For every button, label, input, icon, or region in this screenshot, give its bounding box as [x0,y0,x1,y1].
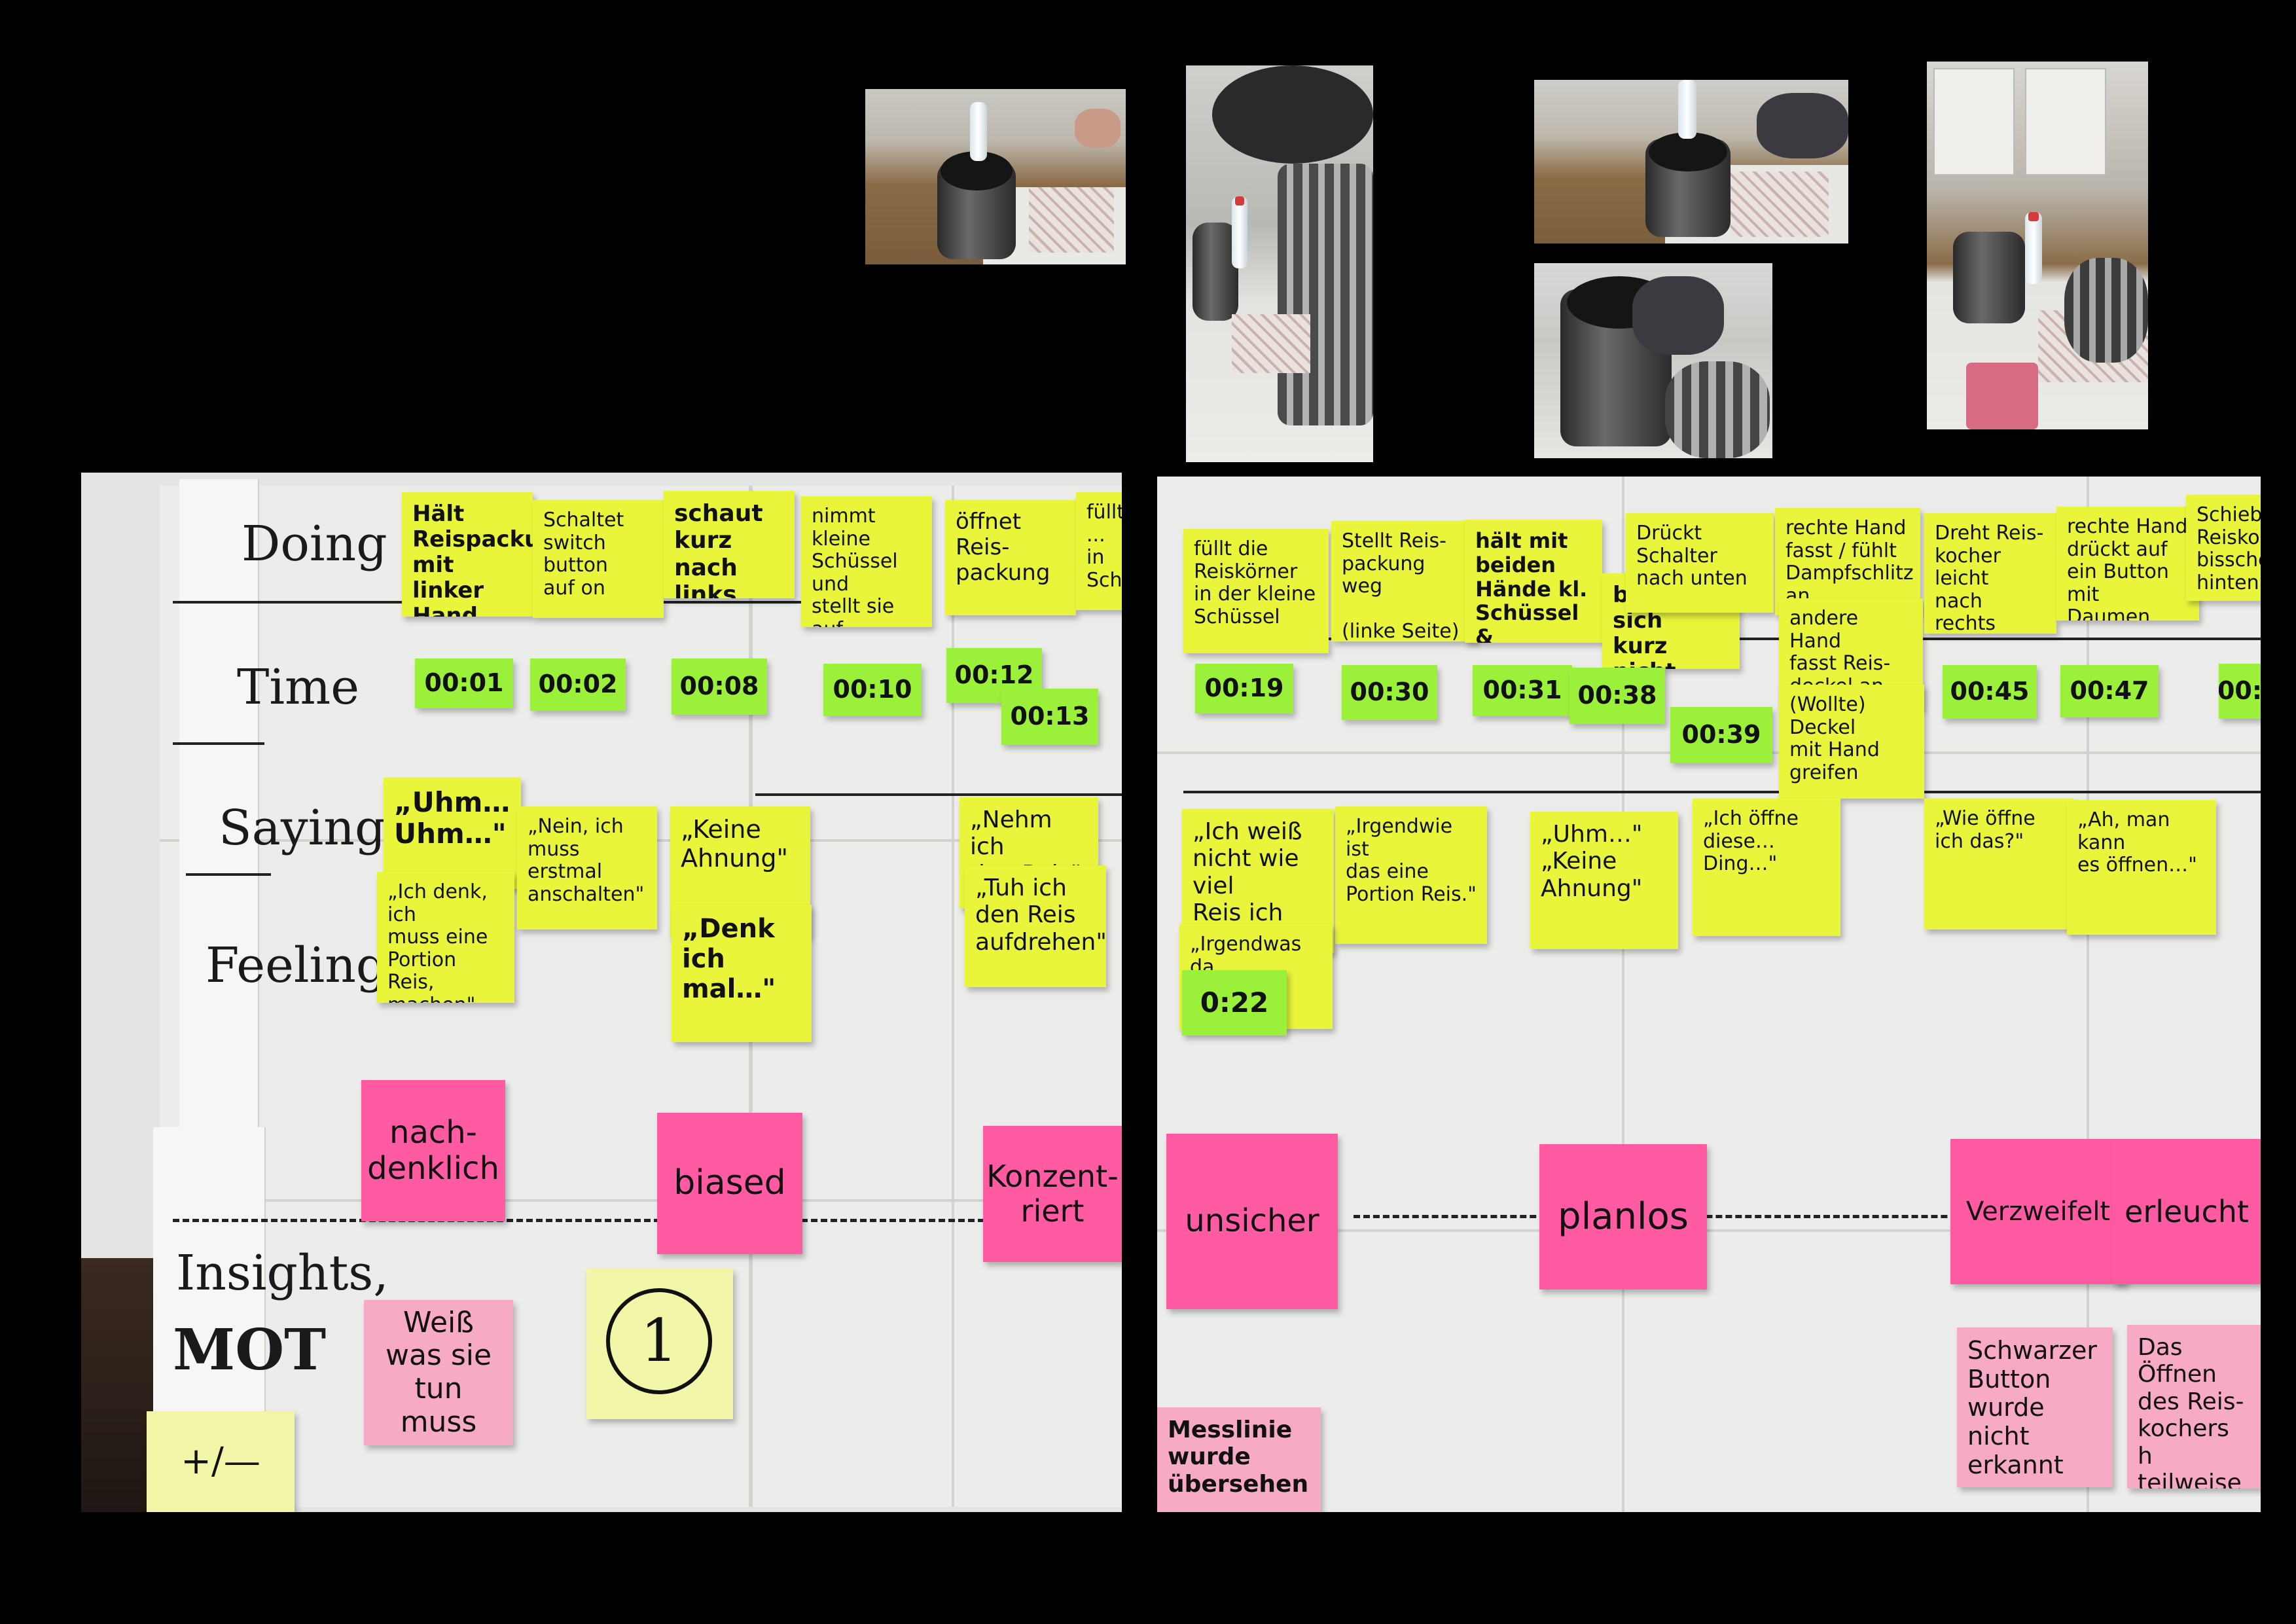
saying-note: „Wie öffne ich das?" [1924,799,2073,929]
row-label-card [179,479,259,1245]
doing-note: schaut kurz nach links [664,491,795,598]
doing-note: nimmt kleine Schüssel und stellt sie auf… [801,496,932,627]
left-board: Doing Time Saying Feeling Insights, MOT … [81,473,1122,1512]
time-note: 00:30 [1342,665,1437,720]
time-note: 00:31 [1473,665,1572,716]
saying-note: „Tuh ich den Reis aufdrehen" [965,865,1106,987]
doing-note: hält mit beiden Hände kl. Schüssel & rüt… [1465,520,1602,643]
label-mot: MOT [173,1317,327,1383]
time-note: 00:38 [1570,668,1665,724]
doing-note: rechte Hand drückt auf ein Button mit Da… [2056,507,2199,621]
feeling-note: unsicher [1166,1134,1338,1309]
time-note: 00:13 [1001,689,1098,745]
feeling-note: Verzweifelt [1950,1139,2126,1284]
time-note: 00:08 [672,659,767,715]
doing-note: Stellt Reis- packung weg (linke Seite) [1331,521,1477,641]
time-note: 00:47 [2060,665,2159,717]
right-board: füllt die Reiskörner in der kleine Schüs… [1157,477,2261,1512]
saying-note: „Ah, man kann es öffnen…" [2067,800,2216,935]
feeling-note: Konzent- riert [983,1126,1122,1262]
saying-note: „Irgendwie ist das eine Portion Reis." [1335,806,1487,944]
saying-note: „Denk ich mal…" [672,905,812,1042]
time-note: 00: [2219,664,2261,719]
row-label-card-lower [153,1127,266,1441]
feeling-note: erleucht [2113,1139,2261,1284]
plus-minus-note: +/— [147,1411,295,1512]
insight-note: Messlinie wurde übersehen [1157,1407,1321,1512]
feeling-note: planlos [1539,1144,1707,1290]
doing-note: Hält Reispackung mit linker Hand [402,492,533,617]
saying-note: „Ich öffne diese… Ding…" [1693,799,1840,936]
photo-3 [1534,80,1848,244]
insight-note: Das Öffnen des Reis- kochers h teilweise… [2127,1325,2261,1489]
time-note: 00:01 [415,659,513,708]
time-note: 00:10 [823,664,922,716]
insight-note: Schwarzer Button wurde nicht erkannt [1957,1327,2113,1487]
label-insights: Insights, [176,1245,389,1301]
time-note: 00:39 [1670,707,1772,763]
doing-note: (Wollte) Deckel mit Hand greifen [1779,685,1924,799]
time-note: 0:22 [1182,970,1287,1036]
doing-note: rechte Hand fasst / fühlt Dampfschlitz a… [1775,508,1920,615]
label-time: Time [237,659,359,715]
label-doing: Doing [242,516,387,572]
doing-note: füllt ... in Schü [1076,492,1122,610]
insight-note: Weiß was sie tun muss [364,1300,513,1445]
feeling-note: biased [657,1113,802,1254]
time-note: 00:45 [1943,665,2037,719]
doing-note: füllt die Reiskörner in der kleine Schüs… [1183,529,1329,653]
saying-note: „Nein, ich muss erstmal anschalten" [517,806,657,929]
photo-5 [1927,62,2148,429]
insight-note-numbered: 1 [586,1269,733,1419]
label-saying: Saying [219,800,386,856]
photo-1 [865,89,1126,264]
number-circle: 1 [606,1288,712,1394]
time-note: 00:19 [1195,664,1293,713]
photo-2 [1186,65,1373,462]
doing-note: Dreht Reis- kocher leicht nach rechts (m… [1924,513,2056,634]
photo-4 [1534,263,1772,458]
doing-note: Schiebt Reiskoche bisschen hinten [2186,495,2261,601]
doing-note: Schaltet switch button auf on [533,500,664,618]
saying-note: „Ich denk, ich muss eine Portion Reis, m… [377,872,514,1003]
saying-note: „Uhm…" „Keine Ahnung" [1530,812,1678,949]
time-note: 00:02 [530,659,626,711]
feeling-note: nach- denklich [361,1080,505,1221]
doing-note: öffnet Reis- packung [945,500,1076,615]
doing-note: Drückt Schalter nach unten [1626,513,1774,613]
saying-note: „Uhm… Uhm…" [384,778,521,889]
label-feeling: Feeling [206,937,387,994]
